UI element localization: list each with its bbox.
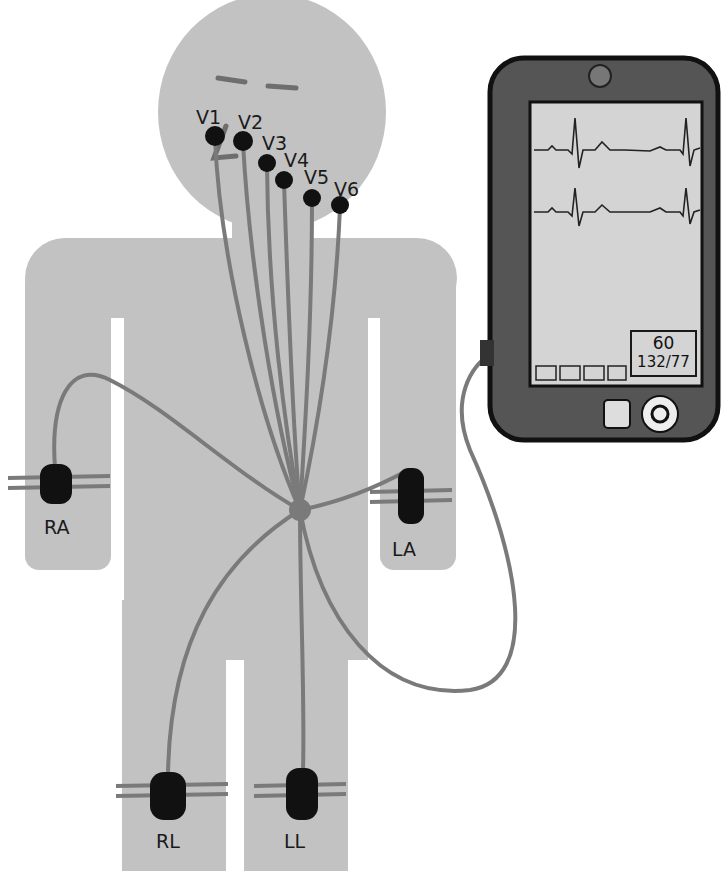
lead-wire: [243, 143, 300, 510]
brand-logo: [589, 65, 611, 87]
monitor-housing: [490, 58, 718, 440]
eyebrow: [218, 78, 245, 82]
soft-key: [584, 366, 604, 380]
lead-hub: [289, 499, 311, 521]
electrode: [233, 131, 253, 151]
electrode: [303, 189, 321, 207]
lead-wires: [54, 138, 515, 775]
lead-wire: [168, 510, 300, 775]
left-arm: [380, 270, 456, 570]
control-knob: [642, 396, 678, 432]
electrode: [150, 772, 186, 820]
vitals-readout: 60132/77: [630, 330, 697, 377]
monitor-screen: [530, 102, 702, 386]
chest-lead-label: V6: [334, 180, 359, 199]
ecg-trace: [534, 118, 700, 168]
limb-lead-label: RL: [156, 832, 180, 851]
right-leg: [122, 600, 226, 871]
chest-lead-label: V5: [304, 168, 329, 187]
monitor-port: [480, 340, 494, 366]
ecg-trace: [534, 188, 700, 226]
lead-wire: [300, 510, 303, 770]
eyebrow: [268, 86, 296, 88]
right-arm: [25, 270, 111, 570]
blood-pressure: 132/77: [636, 354, 691, 371]
electrode: [205, 126, 225, 146]
limb-lead-label: LL: [284, 832, 305, 851]
chest-electrodes: [205, 126, 349, 214]
body-figure: [25, 0, 457, 871]
lead-wire: [300, 470, 408, 510]
lead-wire: [215, 138, 300, 510]
straps: [8, 476, 452, 796]
nav-button: [604, 400, 630, 428]
soft-key: [560, 366, 580, 380]
lead-wire: [54, 375, 300, 510]
chest-lead-label: V3: [262, 134, 287, 153]
control-knob-ring: [652, 406, 668, 422]
electrode: [286, 768, 318, 820]
left-leg: [244, 600, 348, 871]
soft-key: [536, 366, 556, 380]
face: [214, 78, 296, 158]
chest-lead-label: V2: [238, 113, 263, 132]
screen-buttons: [536, 366, 626, 380]
electrode: [275, 171, 293, 189]
limb-lead-label: RA: [44, 518, 69, 537]
soft-key: [608, 366, 626, 380]
electrode: [40, 464, 72, 504]
lead-wire: [300, 207, 340, 510]
lead-wire: [267, 165, 300, 510]
lead-wire: [284, 182, 300, 510]
monitor-cable: [300, 352, 515, 691]
limb-electrodes: [40, 464, 424, 820]
monitor: [480, 58, 718, 440]
limb-lead-label: LA: [392, 540, 416, 559]
electrode: [398, 468, 424, 524]
electrode: [258, 154, 276, 172]
chest-lead-label: V1: [196, 108, 221, 127]
heart-rate: 60: [636, 334, 691, 354]
